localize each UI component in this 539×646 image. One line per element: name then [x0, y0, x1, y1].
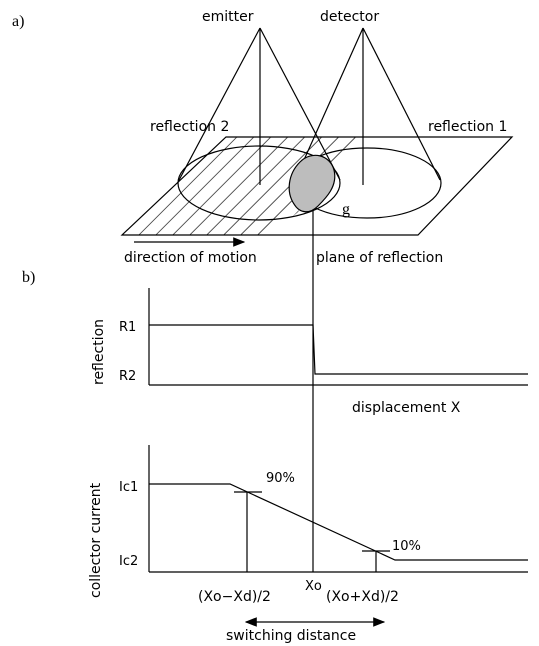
current-curve: [149, 483, 528, 561]
reflection-2-label: reflection 2: [150, 119, 229, 135]
detector-label: detector: [320, 9, 379, 25]
reflection-step-curve: [149, 324, 528, 375]
panel-b-label: b): [22, 269, 35, 286]
xo-minus-label: (Xo−Xd)/2: [198, 589, 271, 605]
ic1-label: Ic1: [119, 480, 138, 495]
spot-label-g: g: [342, 201, 350, 218]
plane-label: plane of reflection: [316, 250, 443, 266]
r1-label: R1: [119, 320, 136, 335]
current-axis-label: collector current: [88, 482, 104, 598]
overlap-spot: [288, 154, 336, 213]
reflection-1-label: reflection 1: [428, 119, 507, 135]
detector-cone-left: [294, 27, 364, 181]
r2-label: R2: [119, 369, 136, 384]
detector-cone-right: [362, 27, 441, 181]
emitter-label: emitter: [202, 9, 254, 25]
pct-90-label: 90%: [266, 471, 295, 486]
displacement-label: displacement X: [352, 400, 461, 416]
reflection-axis-label: reflection: [91, 319, 107, 385]
plane-outline: [120, 136, 514, 236]
xo-label: Xo: [305, 579, 322, 594]
panel-a-label: a): [12, 13, 24, 30]
ic2-label: Ic2: [119, 554, 138, 569]
emitter-cone-left: [177, 27, 261, 183]
switching-label: switching distance: [226, 628, 356, 644]
pct-10-label: 10%: [392, 539, 421, 554]
emitter-cone-right: [259, 27, 341, 181]
xo-plus-label: (Xo+Xd)/2: [326, 589, 399, 605]
direction-label: direction of motion: [124, 250, 257, 266]
emitter-spot: [177, 145, 341, 221]
